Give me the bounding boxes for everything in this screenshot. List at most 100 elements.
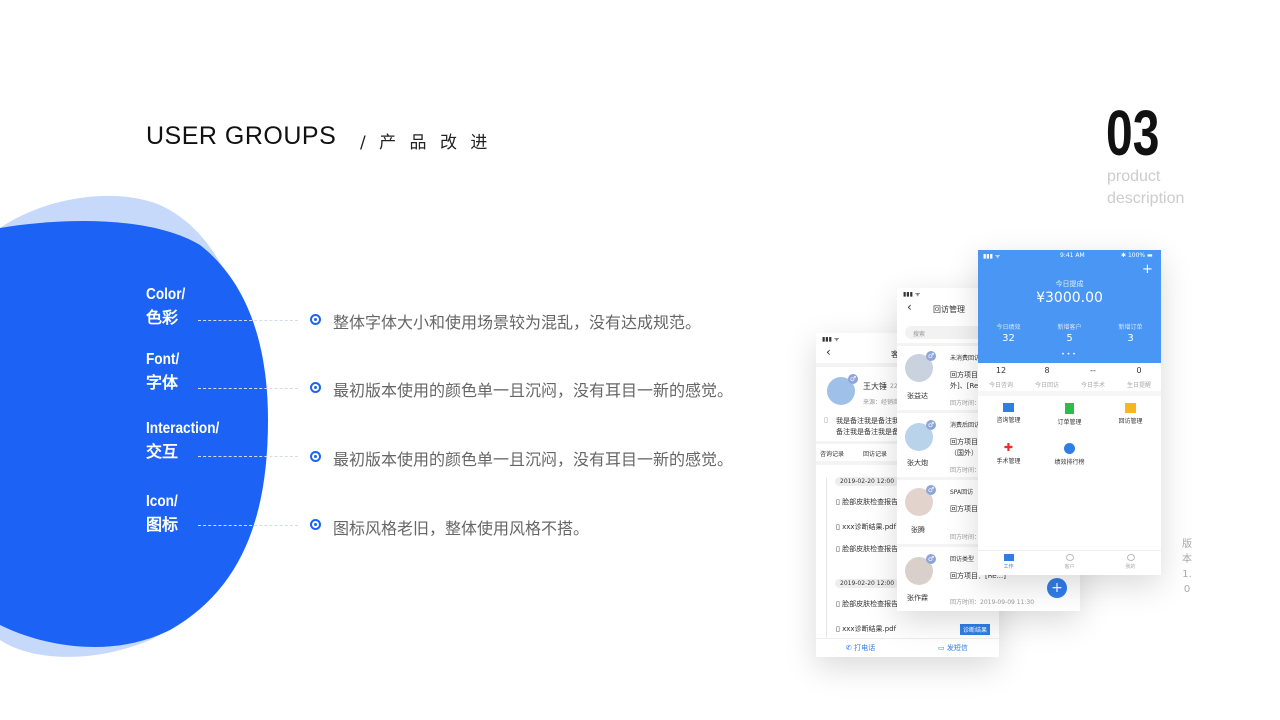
visit-project: 回方项目 bbox=[950, 371, 978, 379]
back-icon[interactable]: ‹ bbox=[826, 345, 831, 359]
document-icon bbox=[1065, 403, 1074, 414]
bottom-nav bbox=[978, 550, 1161, 575]
count-label: 生日提醒 bbox=[1126, 382, 1151, 389]
user-icon bbox=[1126, 554, 1135, 561]
connector bbox=[198, 388, 298, 389]
sms-button[interactable]: ▭ 发短信 bbox=[938, 644, 968, 652]
avatar bbox=[827, 374, 858, 405]
customer-name: 张腾 bbox=[911, 526, 925, 534]
count-value: 0 bbox=[1136, 366, 1142, 375]
category-font: Font/字体 bbox=[146, 351, 180, 392]
visit-type: SPA回访 bbox=[950, 489, 974, 496]
count-label: 今日回访 bbox=[1034, 382, 1059, 389]
nav-work[interactable]: 工作 bbox=[978, 554, 1039, 570]
customer-source: 来源：经销商 bbox=[863, 399, 900, 406]
description-font: 最初版本使用的颜色单一且沉闷，没有耳目一新的感觉。 bbox=[333, 381, 734, 400]
grid-performance-ranking[interactable]: 绩效排行榜 bbox=[1039, 440, 1100, 466]
customer-name: 张益达 bbox=[907, 392, 928, 400]
screen-title: 客 bbox=[891, 350, 899, 359]
stat-label: 今日绩效 bbox=[996, 324, 1021, 331]
page-subtitle: / 产 品 改 进 bbox=[360, 133, 492, 153]
file-item[interactable]: ▯ 脸部皮肤检查报告 bbox=[836, 498, 899, 506]
customer-name: 张作霖 bbox=[907, 594, 928, 602]
visit-project: 外]、[Re bbox=[950, 382, 979, 390]
screen-title: 回访管理 bbox=[933, 305, 965, 314]
file-item[interactable]: ▯ xxx诊断结果.pdf bbox=[836, 523, 897, 531]
stat-label: 新增客户 bbox=[1057, 324, 1082, 331]
nav-customers[interactable]: 客户 bbox=[1039, 554, 1100, 570]
customer-age: 22 bbox=[890, 383, 898, 390]
signal-icon: ▮▮▮ ᯤ bbox=[822, 336, 840, 343]
count-value: -- bbox=[1090, 366, 1096, 375]
connector bbox=[198, 456, 298, 457]
category-interaction: Interaction/交互 bbox=[146, 420, 220, 461]
visit-time: 回方时间： bbox=[950, 400, 981, 407]
bullet-icon bbox=[310, 314, 321, 325]
bullet-icon bbox=[310, 382, 321, 393]
plus-icon[interactable]: + bbox=[1142, 262, 1153, 277]
status-time: 9:41 AM bbox=[1060, 252, 1085, 259]
visit-card[interactable]: 张腾 SPA回访 回方项目 回方时间： bbox=[897, 477, 1080, 544]
file-item[interactable]: ▯ 脸部皮肤检查报告 bbox=[836, 545, 899, 553]
visit-time: 回方时间：2019-09-09 11:30 bbox=[950, 599, 1035, 606]
medical-cross-icon: ✚ bbox=[1003, 441, 1014, 454]
connector bbox=[198, 525, 298, 526]
customer-name: 王大锤 bbox=[863, 382, 887, 391]
avatar bbox=[905, 351, 936, 382]
signal-icon: ▮▮▮ ᯤ bbox=[983, 253, 1001, 260]
stat-value: 5 bbox=[1066, 333, 1073, 344]
timeline-line bbox=[826, 478, 827, 638]
customer-name: 张大炮 bbox=[907, 459, 928, 467]
nav-mine[interactable]: 我的 bbox=[1100, 554, 1161, 570]
visit-type: 回访类型 bbox=[950, 556, 975, 563]
category-icon: Icon/图标 bbox=[146, 493, 179, 534]
dark-blob bbox=[0, 221, 268, 647]
battery-status: ✱ 100% ▬ bbox=[1121, 252, 1153, 259]
category-color: Color/色彩 bbox=[146, 286, 186, 327]
today-commission-amount: ¥3000.00 bbox=[1036, 290, 1103, 306]
back-icon[interactable]: ‹ bbox=[907, 300, 912, 314]
count-label: 今日手术 bbox=[1080, 382, 1105, 389]
grid-visit-management[interactable]: 回访管理 bbox=[1100, 400, 1161, 425]
pie-chart-icon bbox=[1064, 443, 1075, 454]
description-color: 整体字体大小和使用场景较为混乱，没有达成规范。 bbox=[333, 313, 702, 332]
count-value: 8 bbox=[1044, 366, 1050, 375]
visit-project: 回方项目 bbox=[950, 438, 978, 446]
grid-consult-management[interactable]: 咨询管理 bbox=[978, 400, 1039, 424]
page-title: USER GROUPS bbox=[146, 122, 337, 150]
work-icon bbox=[1003, 554, 1014, 561]
grid-surgery-management[interactable]: ✚手术管理 bbox=[978, 440, 1039, 466]
stat-value: 3 bbox=[1127, 333, 1134, 344]
count-value: 12 bbox=[995, 366, 1007, 375]
file-item[interactable]: ▯ xxx诊断结果.pdf bbox=[836, 625, 897, 633]
visit-project: 回方项目：[Re...] bbox=[950, 572, 1006, 580]
section-number: 03 bbox=[1106, 97, 1160, 169]
visit-time: 回方时间： bbox=[950, 534, 981, 541]
add-fab-button[interactable]: + bbox=[1047, 578, 1067, 598]
count-label: 今日咨询 bbox=[988, 382, 1013, 389]
note-text: 我是备注我是备注我 bbox=[836, 417, 899, 425]
visit-type: 未消费回访 bbox=[950, 355, 981, 362]
today-commission-label: 今日提成 bbox=[1055, 280, 1084, 288]
avatar bbox=[905, 485, 936, 516]
carousel-dots[interactable]: ••• bbox=[1061, 351, 1078, 358]
call-button[interactable]: ✆ 打电话 bbox=[846, 644, 876, 652]
tab-visit-records[interactable]: 回访记录 bbox=[863, 451, 888, 458]
date-pill: 2019-02-20 12:00 bbox=[835, 477, 900, 486]
description-icon: 图标风格老旧，整体使用风格不搭。 bbox=[333, 519, 590, 538]
grid-order-management[interactable]: 订单管理 bbox=[1039, 400, 1100, 426]
avatar bbox=[905, 420, 936, 451]
connector bbox=[198, 320, 298, 321]
tab-consult-records[interactable]: 咨询记录 bbox=[820, 451, 845, 458]
note-icon: ▯ bbox=[824, 416, 828, 424]
file-item[interactable]: ▯ 脸部皮肤检查报告 bbox=[836, 600, 899, 608]
diagnosis-result-button[interactable]: 诊断结果 bbox=[960, 624, 991, 635]
signal-icon: ▮▮▮ ᯤ bbox=[903, 291, 921, 298]
users-icon bbox=[1065, 554, 1074, 561]
note-text: 备注我是备注我是备 bbox=[836, 428, 899, 436]
stat-value: 32 bbox=[1002, 333, 1015, 344]
bullet-icon bbox=[310, 519, 321, 530]
phone-dashboard: ▮▮▮ ᯤ 9:41 AM ✱ 100% ▬ + 今日提成 ¥3000.00 今… bbox=[978, 250, 1161, 575]
visit-project: （国外） bbox=[950, 449, 978, 457]
